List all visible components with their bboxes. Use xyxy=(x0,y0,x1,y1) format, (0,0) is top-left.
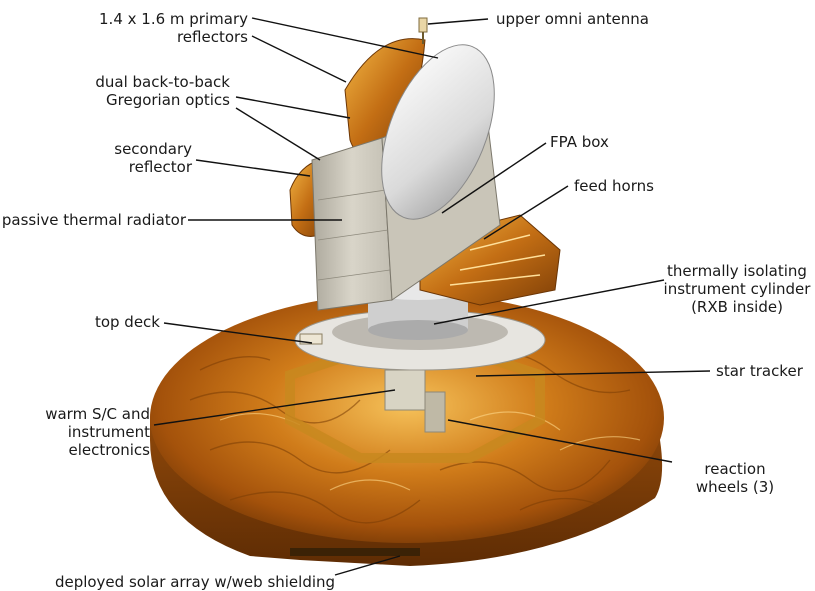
label-solar-array: deployed solar array w/web shielding xyxy=(50,573,340,591)
leader-primary-1 xyxy=(252,18,438,58)
label-top-deck: top deck xyxy=(80,313,160,331)
label-thermal-radiator: passive thermal radiator xyxy=(0,211,186,229)
label-star-tracker: star tracker xyxy=(716,362,814,380)
label-gregorian-optics: dual back-to-back Gregorian optics xyxy=(78,73,230,109)
leader-gregorian-2 xyxy=(236,108,320,160)
leader-omni xyxy=(428,19,488,24)
label-primary-reflectors: 1.4 x 1.6 m primary reflectors xyxy=(96,10,248,46)
label-feed-horns: feed horns xyxy=(574,177,684,195)
label-instrument-cylinder: thermally isolating instrument cylinder … xyxy=(662,262,812,316)
leader-secondary xyxy=(196,160,310,176)
label-omni-antenna: upper omni antenna xyxy=(496,10,666,28)
label-electronics: warm S/C and instrument electronics xyxy=(14,405,150,459)
leader-primary-2 xyxy=(252,36,346,82)
label-fpa-box: FPA box xyxy=(550,133,630,151)
label-reaction-wheels: reaction wheels (3) xyxy=(680,460,790,496)
leader-gregorian-1 xyxy=(236,97,350,118)
label-secondary-reflector: secondary reflector xyxy=(96,140,192,176)
